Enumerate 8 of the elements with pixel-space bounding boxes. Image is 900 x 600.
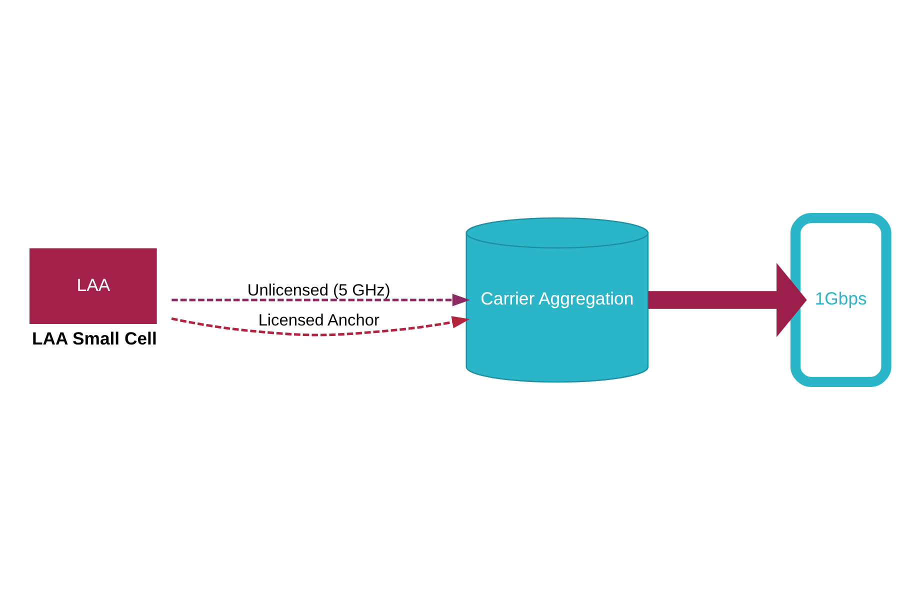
edge-label: Licensed Anchor — [258, 312, 380, 330]
node-box: LAA — [30, 248, 157, 324]
arrow — [172, 294, 470, 306]
edge-label: Unlicensed (5 GHz) — [247, 281, 390, 300]
node-label: LAA Small Cell — [32, 328, 157, 348]
node-box: 1Gbps — [790, 213, 892, 387]
arrow — [171, 316, 470, 336]
arrow — [648, 262, 807, 338]
